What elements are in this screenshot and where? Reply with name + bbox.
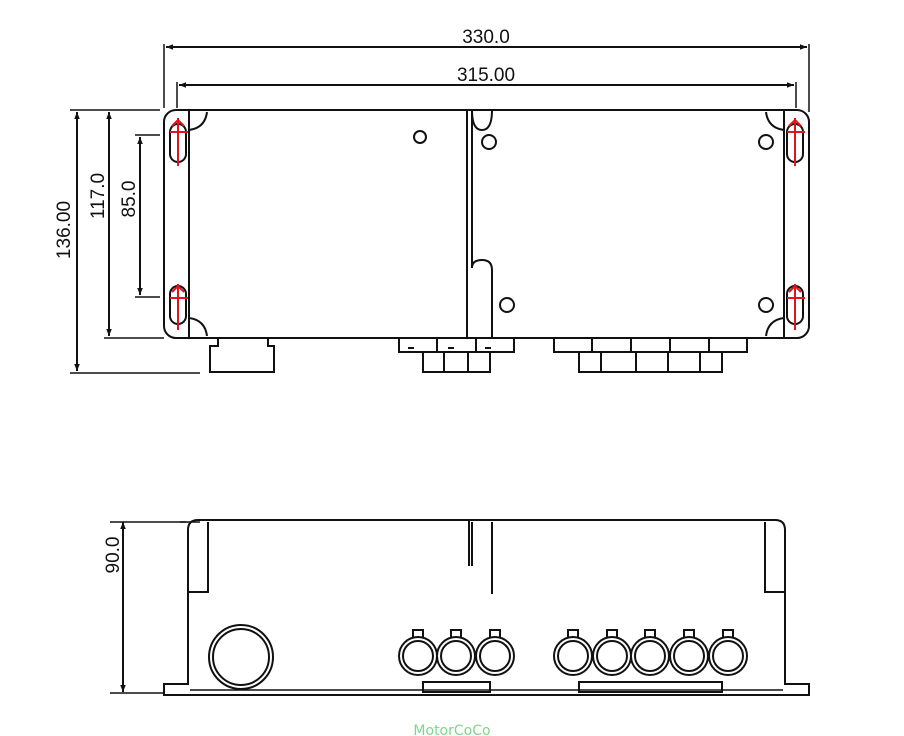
- cable-gland: [208, 624, 274, 690]
- side-view: [110, 519, 810, 696]
- connector-top-3pin: [398, 337, 515, 373]
- dim-mount-spacing: 85.0: [119, 181, 140, 218]
- hole: [481, 134, 497, 150]
- inner-body: [188, 110, 785, 338]
- hole: [413, 130, 427, 144]
- outer-flange: [163, 109, 810, 339]
- hole: [758, 297, 774, 313]
- dim-body-height: 117.0: [88, 173, 109, 219]
- side-body-outline: [163, 519, 810, 696]
- dim-overall-width: 330.0: [462, 27, 510, 48]
- hole: [499, 297, 515, 313]
- top-view: [70, 44, 810, 374]
- dim-overall-height: 136.00: [54, 201, 75, 259]
- side-connectors-5: [553, 629, 748, 693]
- connector-top-5pin: [553, 337, 748, 373]
- dim-side-height: 90.0: [103, 537, 124, 574]
- center-divider: [466, 110, 473, 268]
- watermark: MotorCoCo: [413, 723, 490, 736]
- dimension-lines: [74, 44, 807, 692]
- dim-mount-width: 315.00: [457, 65, 515, 86]
- side-connectors-3: [398, 629, 515, 693]
- din-clip: [209, 338, 275, 373]
- hole: [758, 134, 774, 150]
- mount-markers: [170, 118, 805, 330]
